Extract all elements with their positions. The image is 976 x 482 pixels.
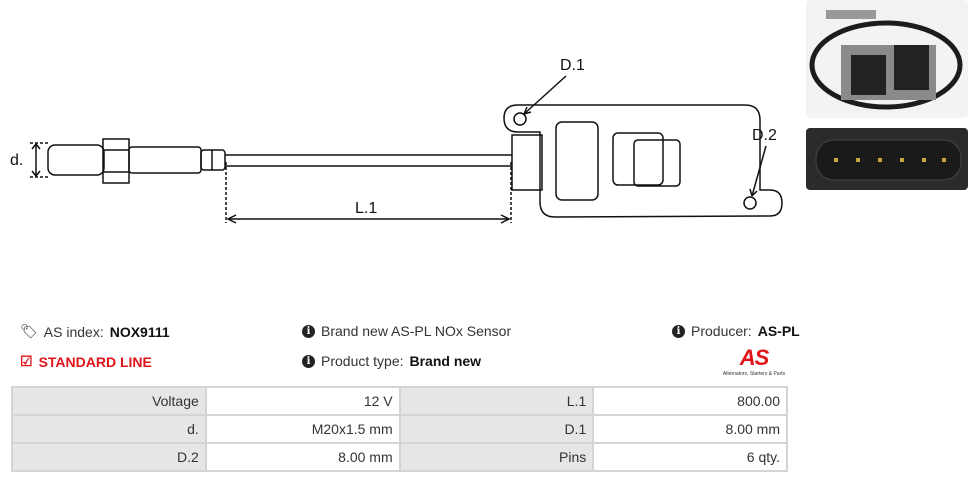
info-icon: i (302, 354, 315, 368)
spec-key: D.1 (398, 414, 595, 444)
logo-tagline: Alternators, Starters & Parts (722, 371, 786, 377)
as-index: 🏷︎ AS index: NOX9111 (20, 323, 170, 340)
producer: i Producer: AS-PL (672, 323, 800, 339)
spec-value: M20x1.5 mm (204, 414, 401, 444)
sensor-probe (47, 138, 226, 184)
l1-label: L.1 (355, 200, 377, 217)
producer-value: AS-PL (757, 323, 800, 339)
sensor-cable (225, 154, 512, 167)
spec-key: L.1 (398, 386, 595, 416)
product-photo-connector (806, 128, 968, 190)
product-photo-sensor (806, 0, 968, 118)
l1-dimension: L.1 (225, 162, 512, 224)
d2-callout: D.2 (749, 127, 777, 197)
technical-drawing: d. L.1 D.1 D.2 (10, 57, 783, 224)
spec-key: Pins (398, 442, 595, 472)
as-index-value: NOX9111 (109, 323, 170, 340)
as-index-label: AS index: (43, 323, 104, 340)
spec-key: d. (11, 414, 207, 444)
spec-key: Voltage (11, 386, 207, 416)
control-module (503, 104, 783, 218)
standard-line-badge: ☑ STANDARD LINE (20, 353, 152, 370)
spec-value: 8.00 mm (592, 414, 788, 444)
checkbox-icon: ☑ (20, 353, 33, 369)
spec-key: D.2 (11, 442, 207, 472)
tags-icon: 🏷︎ (20, 323, 38, 339)
d1-callout: D.1 (523, 57, 585, 115)
spec-value: 8.00 mm (204, 442, 401, 472)
product-type: i Product type: Brand new (302, 353, 481, 369)
spec-value: 6 qty. (592, 442, 788, 472)
description-text: Brand new AS-PL NOx Sensor (321, 323, 512, 339)
d2-label: D.2 (752, 127, 777, 144)
info-icon: i (672, 324, 685, 338)
product-type-value: Brand new (409, 353, 482, 369)
d-dimension: d. (10, 142, 48, 178)
producer-label: Producer: (691, 323, 752, 339)
logo-mark: AS (739, 345, 770, 370)
as-pl-logo: AS Alternators, Starters & Parts (716, 345, 792, 377)
spec-value: 12 V (204, 386, 401, 416)
d-label: d. (10, 152, 23, 169)
d1-label: D.1 (560, 57, 585, 74)
product-type-label: Product type: (321, 353, 404, 369)
standard-line-label: STANDARD LINE (38, 353, 152, 370)
description: i Brand new AS-PL NOx Sensor (302, 323, 511, 339)
spec-value: 800.00 (592, 386, 788, 416)
info-icon: i (302, 324, 315, 338)
